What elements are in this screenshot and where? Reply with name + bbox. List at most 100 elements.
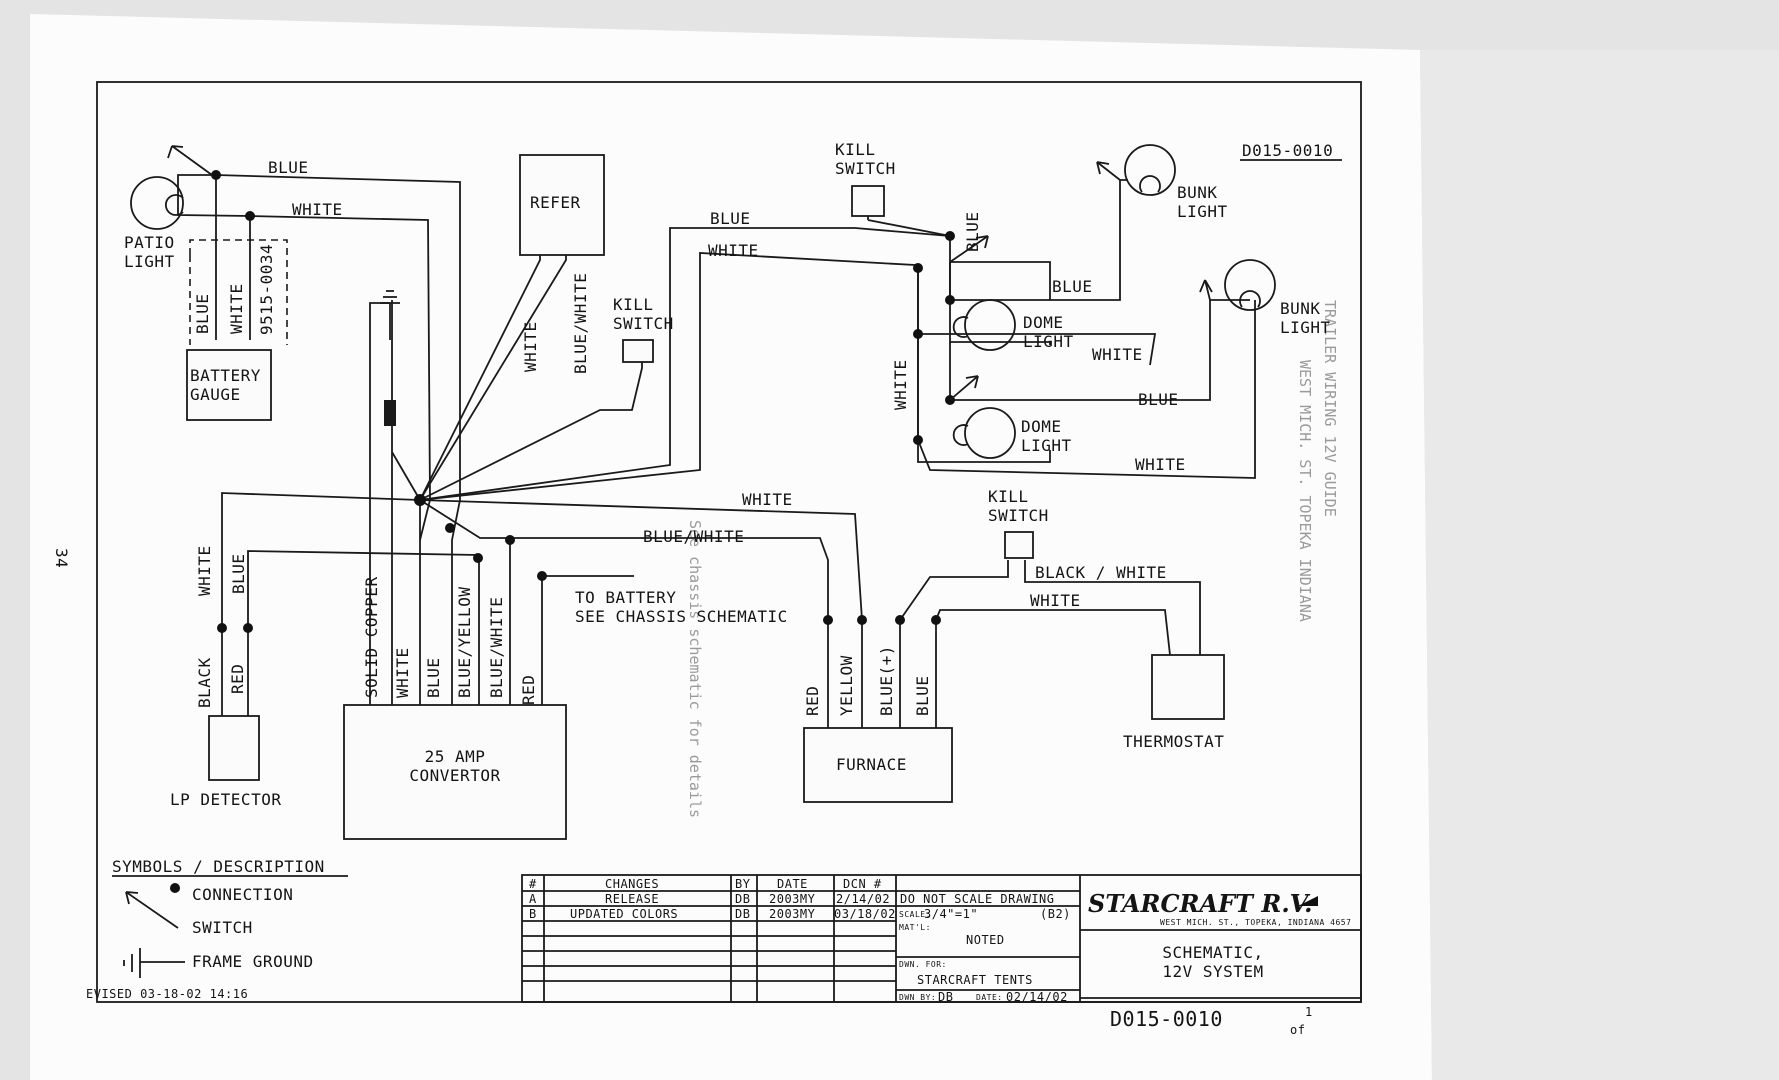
revised-note: EVISED 03-18-02 14:16 xyxy=(86,987,248,1001)
tb-header-dcn: DCN # xyxy=(843,877,882,891)
wire-label-white-vert: WHITE xyxy=(891,359,910,410)
dome-light-symbol-2 xyxy=(952,407,1016,459)
tb-row-a-date: 2003MY xyxy=(769,892,816,906)
part-number-label: 9515-0034 xyxy=(257,244,276,335)
tb-scale-label: SCALE: xyxy=(899,910,931,919)
tb-row-b-id: B xyxy=(529,907,537,921)
tb-sheet-of: of xyxy=(1290,1023,1305,1037)
legend-title: SYMBOLS / DESCRIPTION xyxy=(112,857,325,876)
tb-dwn-by: DB xyxy=(938,990,953,1004)
tb-dwn-for: STARCRAFT TENTS xyxy=(917,973,1033,987)
wire-label-blue-yellow: BLUE/YELLOW xyxy=(455,587,474,698)
wire-label-red-lp: RED xyxy=(228,664,247,694)
thermostat-box xyxy=(1151,654,1225,720)
title-block xyxy=(521,874,1362,1003)
kill-switch-box-top xyxy=(851,185,885,217)
kill-switch-box-furnace xyxy=(1004,531,1034,559)
wire-label-blue-bunk2: BLUE xyxy=(1138,390,1179,409)
wire-label-red-conv: RED xyxy=(519,675,538,705)
wire-label-red-furnace: RED xyxy=(803,686,822,716)
tb-header-by: BY xyxy=(735,877,751,891)
wire-label-white-patio: WHITE xyxy=(292,200,343,219)
tb-row-b-date: 2003MY xyxy=(769,907,816,921)
switch-symbols xyxy=(167,145,1213,401)
wire-label-white-thermo: WHITE xyxy=(1030,591,1081,610)
legend-frame-ground: FRAME GROUND xyxy=(192,952,314,971)
tb-do-not-scale: DO NOT SCALE DRAWING xyxy=(900,892,1055,906)
lp-detector-label: LP DETECTOR xyxy=(170,790,281,809)
wire-label-white-top: WHITE xyxy=(708,241,759,260)
tb-dwn-for-label: DWN. FOR: xyxy=(899,960,947,969)
bleed-through-text: WEST MICH. ST. TOPEKA INDIANA TRAILER WI… xyxy=(686,300,1339,818)
convertor-box xyxy=(343,704,567,840)
tb-dwn-by-label: DWN BY: xyxy=(899,993,936,1002)
tb-row-a-dcn: 2/14/02 xyxy=(836,892,890,906)
tb-address: WEST MICH. ST., TOPEKA, INDIANA 4657 xyxy=(1160,918,1351,927)
wire-label-solid-copper: SOLID COPPER xyxy=(362,576,381,698)
wire-label-white-dome2: WHITE xyxy=(1135,455,1186,474)
tb-logo-mark xyxy=(1298,896,1318,906)
wire-label-black-lp: BLACK xyxy=(195,657,214,708)
tb-sheet-num: 1 xyxy=(1305,1005,1313,1019)
tb-noted: NOTED xyxy=(966,933,1005,947)
bunk-light-symbol-1 xyxy=(1124,144,1176,196)
tb-date: 02/14/02 xyxy=(1006,990,1068,1004)
ground-symbol xyxy=(380,290,400,340)
wire-label-blue-furnace: BLUE xyxy=(913,675,932,716)
thermostat-label: THERMOSTAT xyxy=(1123,732,1224,751)
wire-label-white-refer: WHITE xyxy=(521,321,540,372)
wire-label-white-lp: WHITE xyxy=(195,545,214,596)
tb-matl-label: MAT'L: xyxy=(899,923,931,932)
tb-company-logo: STARCRAFT R.V. xyxy=(1088,889,1312,918)
tb-header-date: DATE xyxy=(777,877,808,891)
patio-light-symbol xyxy=(130,176,184,230)
wire-label-blue-conv: BLUE xyxy=(424,657,443,698)
legend-ground-icon xyxy=(123,948,185,978)
wire-label-blue-vert: BLUE xyxy=(963,211,982,252)
wire-label-white-mid: WHITE xyxy=(742,490,793,509)
tb-row-a-change: RELEASE xyxy=(605,892,659,906)
drawing-id-top: D015-0010 xyxy=(1242,141,1333,160)
wire-label-black-white: BLACK / WHITE xyxy=(1035,563,1167,582)
svg-text:WEST MICH. ST. TOPEKA INDIANA: WEST MICH. ST. TOPEKA INDIANA xyxy=(1296,360,1314,622)
legend: SYMBOLS / DESCRIPTION CONNECTION SWITCH … xyxy=(112,857,348,978)
tb-header-num: # xyxy=(529,877,537,891)
dome-light-symbol-1 xyxy=(952,299,1016,351)
page-number: 34 xyxy=(52,548,71,568)
tb-drawing-no: D015-0010 xyxy=(1110,1007,1223,1031)
wire-label-blue-patio: BLUE xyxy=(268,158,309,177)
svg-text:See chassis schematic for deta: See chassis schematic for details xyxy=(686,520,704,818)
bunk-light-symbol-2 xyxy=(1224,259,1276,311)
tb-row-b-change: UPDATED COLORS xyxy=(570,907,678,921)
legend-switch-icon xyxy=(125,891,179,929)
wire-label-blue-white-conv: BLUE/WHITE xyxy=(487,597,506,698)
refer-box xyxy=(519,154,605,256)
kill-switch-box-mid xyxy=(622,339,654,363)
tb-row-a-id: A xyxy=(529,892,537,906)
svg-text:TRAILER WIRING 12V GUIDE: TRAILER WIRING 12V GUIDE xyxy=(1321,300,1339,517)
paper-margin xyxy=(1420,50,1779,1080)
battery-gauge-box xyxy=(186,349,272,421)
wire-label-blue-white-refer: BLUE/WHITE xyxy=(571,273,590,374)
legend-switch: SWITCH xyxy=(192,918,253,937)
wire-label-blue-plus: BLUE(+) xyxy=(877,645,896,716)
legend-connection: CONNECTION xyxy=(192,885,293,904)
tb-header-changes: CHANGES xyxy=(605,877,659,891)
tb-scale-value: 3/4"=1" xyxy=(924,907,978,921)
tb-row-a-by: DB xyxy=(735,892,750,906)
legend-connection-dot xyxy=(170,883,180,893)
wire-label-white-dome1: WHITE xyxy=(1092,345,1143,364)
wire-label-white-conv: WHITE xyxy=(393,647,412,698)
